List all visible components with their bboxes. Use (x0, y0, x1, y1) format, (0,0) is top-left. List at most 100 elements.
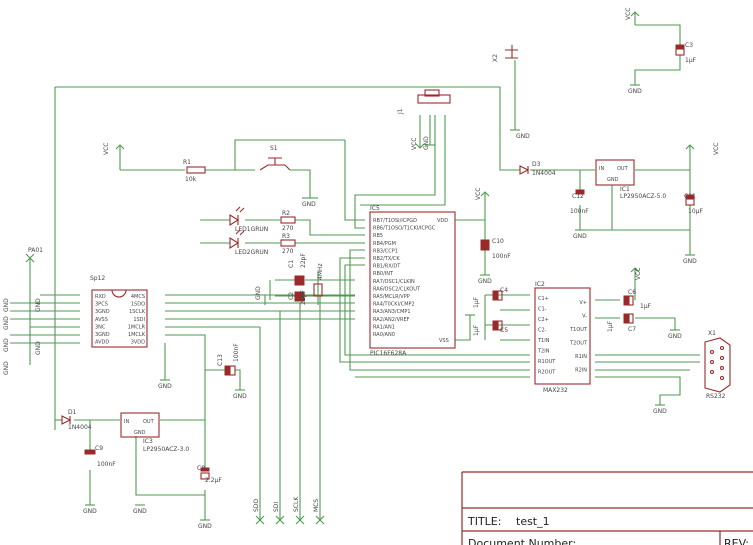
c9-value: 100nF (97, 461, 116, 468)
gnd-label: GND (478, 278, 492, 285)
gnd-label: GND (653, 408, 667, 415)
c4-label: C4 (500, 287, 508, 294)
vcc-label: VCC (635, 268, 642, 280)
j1-label: J1 (397, 108, 404, 115)
vcc-label: VCC (475, 188, 482, 200)
ic2-pins-name: R2IN (575, 368, 587, 374)
sp12-pins-name: 1SCLK (129, 309, 146, 315)
r1-label: R1 (183, 159, 191, 166)
ic1-out: OUT (617, 166, 629, 172)
pa01-label: PA01 (28, 247, 43, 254)
c2-label: C2 (288, 292, 295, 300)
wires (10, 24, 700, 520)
ic5-pins-name: RB6/T1OSO/T1CKI/ICPGC (373, 226, 436, 232)
gnd-label: GND (133, 508, 147, 515)
c1-value: 22pF (300, 253, 307, 268)
sp12-pins-name: 3GND (95, 309, 110, 315)
s1-symbol (259, 157, 291, 171)
document-number-label: Document Number: (468, 537, 576, 545)
ic2-pins-name: C1- (538, 307, 547, 313)
net-sclk: SCLK (293, 496, 300, 512)
ic2-pins-name: R1IN (575, 354, 587, 360)
gnd-label: GND (3, 338, 10, 352)
sp12-pins-name: 1SDO (131, 302, 145, 308)
rev-label: REV: (724, 537, 749, 545)
ic3-body (120, 412, 160, 438)
ic2-pin-names: C1+C1-C2+C2-T1INT2INR1OUTR2OUTV+V-T1OUTT… (537, 296, 588, 376)
sp12-pins-name: 3NC (95, 324, 106, 330)
c12-value: 100nF (570, 208, 589, 215)
ic2-pins-name: C2- (538, 328, 547, 334)
ic5-pins-name: RB0/INT (373, 271, 394, 277)
ic2-pins-name: T1OUT (569, 327, 588, 333)
sp12-pins-name: 1SDI (133, 317, 145, 323)
r3-value: 270 (282, 248, 294, 255)
c11-label: C11 (684, 193, 696, 200)
ic5-pins-name: RA1/AN1 (373, 324, 395, 330)
gnd-label: GND (158, 383, 172, 390)
ic5-vss: VSS (439, 338, 449, 344)
ic3-gnd: GND (134, 430, 146, 436)
r1-body (186, 166, 206, 174)
title-label: TITLE: (467, 515, 501, 528)
gnd-label: GND (35, 341, 42, 355)
ic5-pins-name: RB5 (373, 233, 383, 239)
c9-label: C9 (95, 445, 103, 452)
c6-label: C6 (628, 289, 636, 296)
ic3-label: IC3 (143, 438, 153, 445)
c5-label: C5 (500, 327, 508, 334)
vcc-label: VCC (411, 138, 418, 150)
ic2-pins-name: R2OUT (538, 370, 556, 376)
ic5-pins-name: RA6/OSC2/CLKOUT (373, 286, 421, 292)
r1-value: 10k (185, 176, 197, 183)
x2-jack (505, 45, 518, 59)
s1-label: S1 (270, 145, 278, 152)
sp12-pins-name: 3VDD (131, 340, 145, 346)
gnd-label: GND (255, 286, 262, 300)
ic1-value: LP2950ACZ-5.0 (620, 193, 666, 200)
title-value: test_1 (516, 515, 550, 528)
d3-symbol (519, 165, 530, 175)
c7-value: 1µF (607, 320, 614, 332)
ic1-label: IC1 (620, 186, 630, 193)
ic2-pins-name: C1+ (538, 296, 549, 302)
sp12-pins-name: 3GND (95, 332, 110, 338)
led1-label: LED1GRUN (235, 226, 268, 233)
vcc-label: VCC (713, 143, 720, 155)
gnd-label: GND (3, 361, 10, 375)
ic2-pins-name: V- (582, 314, 587, 320)
gnd-label: GND (3, 316, 10, 330)
ic2-pins-name: V+ (579, 300, 587, 306)
ic2-pins-name: T1IN (537, 338, 550, 344)
x1-body (704, 337, 731, 393)
ic2-value: MAX232 (543, 387, 568, 394)
gnd-label: GND (233, 393, 247, 400)
c6-value: 1µF (640, 303, 652, 310)
c1-label: C1 (288, 260, 295, 268)
ic5-pin-names: RB7/T1OSI/ICPGDRB6/T1OSO/T1CKI/ICPGCRB5R… (373, 218, 436, 338)
ic5-label: IC5 (370, 205, 380, 212)
c3-label: C3 (685, 42, 693, 49)
ic5-vdd: VDD (437, 218, 448, 224)
ic5-value: PIC16F628A (370, 350, 407, 357)
c8-value: 2.2µF (205, 477, 222, 484)
ic5-pins-name: RB2/TX/CK (373, 256, 400, 262)
net-mcs: MCS (313, 499, 320, 512)
c12-label: C12 (572, 193, 584, 200)
ic5-pins-name: RA5/MCLR/VPP (373, 294, 410, 300)
d1-value: 1N4004 (68, 424, 92, 431)
j1-body (417, 94, 451, 104)
sp12-pins-name: AVSS (95, 317, 108, 323)
c3-value: 1µF (685, 57, 697, 64)
ic5-pins-name: RA2/AN2/VREF (373, 317, 410, 323)
d1-symbol (61, 415, 72, 425)
power-symbols (54, 11, 695, 521)
gnd-label: GND (516, 133, 530, 140)
ic1-in: IN (599, 166, 604, 172)
sp12-pins-name: 1MCLK (128, 332, 146, 338)
ic5-body (369, 211, 456, 349)
labels: VCC VCC VCC VCC VCC VCC GND GND GND GND … (3, 8, 726, 530)
title-block: TITLE: test_1 Document Number: REV: (461, 471, 753, 545)
c4-value: 1µF (473, 296, 480, 308)
